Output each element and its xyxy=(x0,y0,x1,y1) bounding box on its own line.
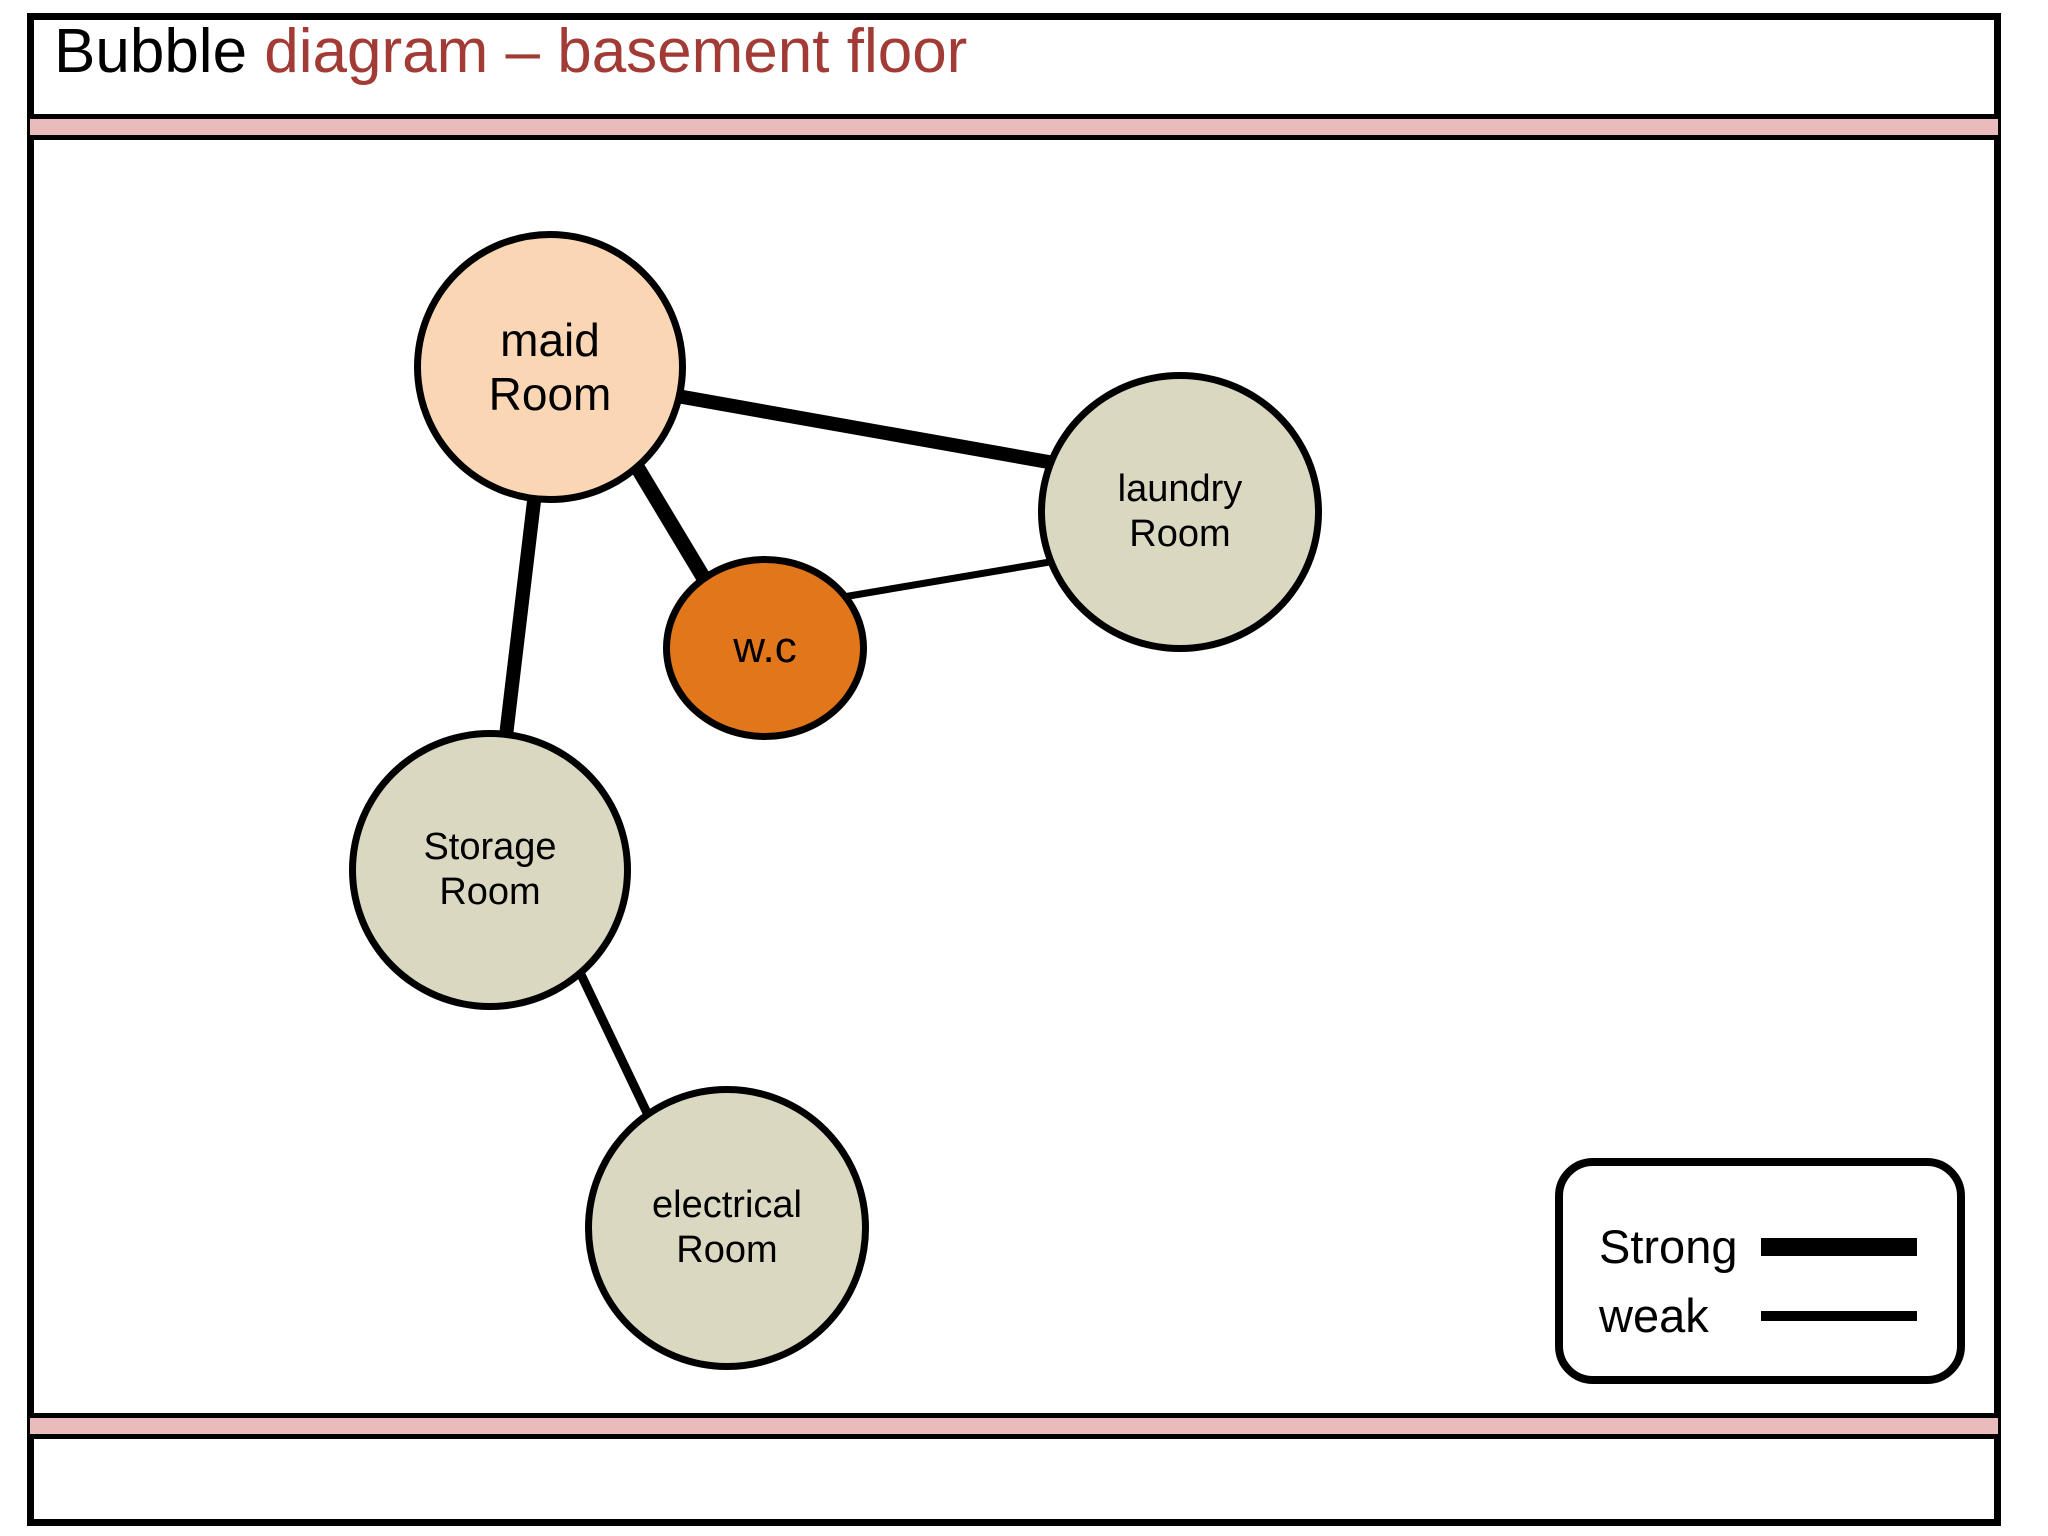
legend-row-weak: weak xyxy=(1599,1288,1921,1343)
edge-wc-laundry-room-weak xyxy=(789,541,1151,610)
edge-maid-room-wc-strong xyxy=(573,368,757,659)
legend-row-strong: Strong xyxy=(1599,1219,1921,1274)
weak-line-swatch xyxy=(1761,1310,1917,1321)
legend-box: Strong weak xyxy=(1555,1158,1965,1384)
legend-label-weak: weak xyxy=(1599,1289,1709,1342)
top-accent-bar xyxy=(30,114,1998,140)
edge-maid-room-storage-room-strong xyxy=(483,366,557,871)
edge-maid-room-laundry-room-strong xyxy=(568,370,1152,487)
bottom-accent-bar xyxy=(30,1413,1998,1439)
edge-storage-room-electrical-room-weak xyxy=(550,918,695,1205)
slide-title-black: Bubble xyxy=(54,17,265,86)
slide-title: Bubble diagram – basement floor xyxy=(54,16,967,87)
slide-title-red: diagram – basement floor xyxy=(264,17,968,86)
legend-label-strong: Strong xyxy=(1599,1220,1738,1273)
strong-line-swatch xyxy=(1761,1237,1917,1256)
